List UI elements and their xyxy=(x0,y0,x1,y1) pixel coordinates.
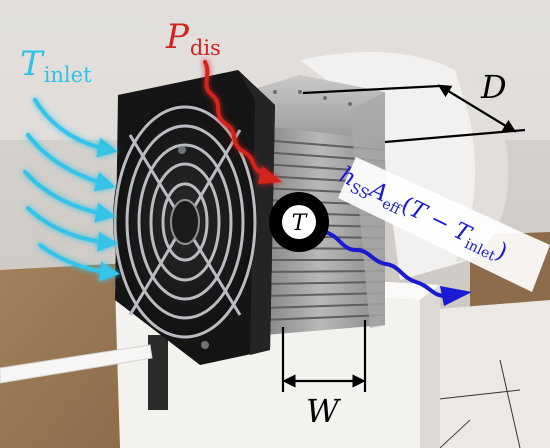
temperature-node-inner xyxy=(282,205,316,239)
convection-label-backdrop xyxy=(338,157,550,292)
inlet-arrow-2 xyxy=(26,133,116,192)
table-grid-line-1 xyxy=(429,389,521,401)
width-dimension xyxy=(281,320,367,392)
inlet-arrow-4 xyxy=(26,206,118,252)
temperature-node-label: T xyxy=(292,211,309,236)
inlet-arrow-3 xyxy=(23,170,116,223)
depth-label: D xyxy=(480,68,507,106)
white-base-side xyxy=(420,285,440,448)
width-label: W xyxy=(306,392,342,430)
inlet-arrow-5 xyxy=(38,243,120,282)
inlet-airflow-arrows xyxy=(23,98,120,282)
depth-line-top xyxy=(302,84,441,95)
depth-arrow xyxy=(437,84,517,133)
heatsink-top-holes xyxy=(273,90,352,106)
convection-arrow xyxy=(323,230,472,306)
inlet-temperature-label: Tinlet xyxy=(20,44,92,87)
table-grid-line-3 xyxy=(439,419,471,448)
depth-dimension xyxy=(302,84,526,144)
inlet-arrow-1 xyxy=(33,98,118,158)
fan-hub xyxy=(170,199,200,245)
wood-panel xyxy=(0,262,150,448)
power-dissipation-arrow xyxy=(203,60,282,184)
base-slot xyxy=(148,335,168,410)
table-grid-line-2 xyxy=(499,359,521,448)
fan-screws xyxy=(178,146,209,349)
white-rod xyxy=(0,344,153,384)
power-dissipation-label: Pdis xyxy=(165,17,221,60)
